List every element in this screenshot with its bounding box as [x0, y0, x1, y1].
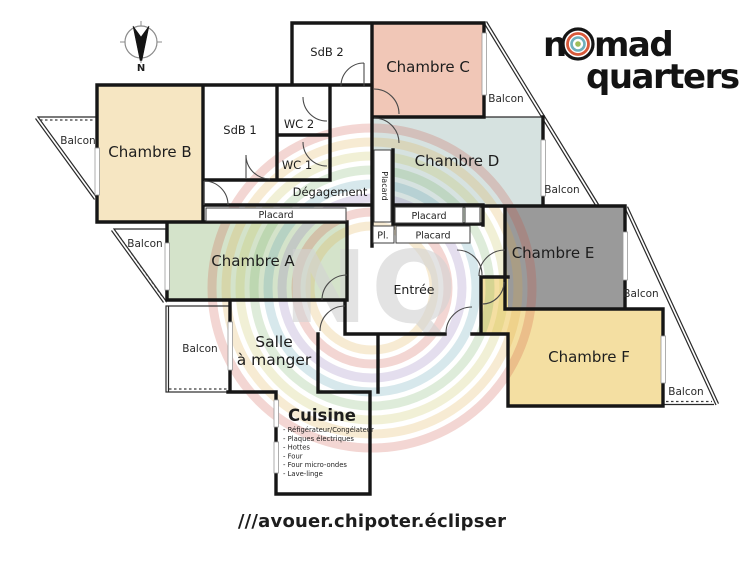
label-chambre-c: Chambre C — [386, 58, 470, 76]
label-balcon-d: Balcon — [544, 184, 579, 196]
watermark-initials: NQ — [284, 229, 461, 346]
window-cuisine-1 — [273, 399, 279, 428]
compass-rose: N — [120, 21, 162, 74]
cuisine-equipment-item: - Four micro-ondes — [283, 461, 347, 469]
closet-box-vertical — [373, 149, 392, 223]
building-right-diagonal-lower-rail — [626, 206, 720, 404]
label-balcon-c: Balcon — [488, 93, 523, 105]
balcony-topleft-outline — [36, 116, 98, 200]
building-right-diagonal-upper — [483, 22, 597, 207]
window-salle-a-manger — [227, 321, 233, 371]
label-balcon-f: Balcon — [668, 386, 703, 398]
label-chambre-a: Chambre A — [211, 252, 295, 270]
cuisine-equipment-item: - Four — [283, 452, 303, 460]
room-chambre-c-floor — [372, 23, 484, 117]
label-salle-line2: à manger — [237, 351, 312, 369]
label-balcon-midleft: Balcon — [127, 238, 162, 250]
balcony-hatching — [40, 119, 712, 403]
windows — [94, 32, 666, 474]
cuisine-equipment-item: - Plaques électriques — [283, 435, 354, 443]
building-right-diagonal-upper-rail — [485, 21, 600, 205]
room-chambre-e-floor — [505, 207, 625, 309]
room-chambre-f-floor — [508, 309, 663, 406]
closet-box-entree-2 — [395, 225, 471, 244]
label-balcon-topleft: Balcon — [60, 135, 95, 147]
label-sdb1: SdB 1 — [223, 123, 256, 137]
compass-ticks — [120, 21, 162, 63]
closet-box-chambre-a — [205, 207, 347, 222]
label-degagement: Dégagement — [293, 185, 368, 199]
label-chambre-d: Chambre D — [415, 152, 500, 170]
window-chambre-c — [481, 32, 487, 96]
label-chambre-e: Chambre E — [512, 244, 595, 262]
label-salle-line1: Salle — [255, 333, 293, 351]
label-chambre-b: Chambre B — [108, 143, 191, 161]
label-entree: Entrée — [394, 282, 435, 297]
cuisine-equipment-list: - Réfigérateur/Congélateur - Plaques éle… — [283, 426, 374, 478]
window-chambre-e — [622, 231, 628, 281]
logo-text-quarters: quarters — [586, 57, 739, 97]
label-wc1: WC 1 — [282, 158, 312, 172]
label-placard-entree-2: Placard — [415, 231, 450, 242]
label-placard-abbrev: Pl. — [377, 231, 388, 242]
cuisine-equipment-item: - Réfigérateur/Congélateur — [283, 426, 374, 434]
logo-target-icon — [561, 27, 595, 61]
label-balcon-e: Balcon — [623, 288, 658, 300]
label-cuisine: Cuisine — [288, 406, 356, 425]
label-placard-vertical: Placard — [380, 171, 389, 200]
compass-north-label: N — [137, 63, 145, 74]
window-cuisine-2 — [273, 441, 279, 474]
window-chambre-d — [540, 139, 546, 197]
building-right-diagonal-lower — [624, 207, 717, 406]
door-arcs — [203, 62, 506, 334]
label-sdb2: SdB 2 — [310, 45, 343, 59]
brand-logo: n mad quarters — [543, 25, 740, 97]
label-balcon-bottomleft: Balcon — [182, 343, 217, 355]
logo-text-mad: mad — [594, 25, 672, 65]
balcony-topleft-rail — [35, 118, 95, 200]
window-chambre-a — [164, 242, 170, 291]
room-chambre-b-floor — [97, 85, 203, 222]
closet-boxes — [205, 149, 481, 244]
room-chambre-a-floor — [167, 222, 347, 300]
balcony-midleft-rail — [111, 230, 164, 303]
closet-box-entree-small — [464, 206, 481, 224]
closet-box-entree-1 — [394, 206, 464, 224]
label-placard-entree-1: Placard — [411, 211, 446, 222]
window-chambre-f — [660, 335, 666, 384]
window-chambre-b — [94, 147, 100, 196]
room-chambre-d-floor — [372, 117, 543, 206]
label-placard-chambre-a: Placard — [258, 210, 293, 221]
compass-needle-icon — [132, 25, 150, 61]
label-chambre-f: Chambre F — [548, 348, 630, 366]
label-wc2: WC 2 — [284, 117, 314, 131]
cuisine-equipment-item: - Hottes — [283, 444, 310, 452]
room-fills — [97, 23, 663, 406]
cuisine-equipment-item: - Lave-linge — [283, 470, 323, 478]
footer-what3words: ///avouer.chipoter.éclipser — [238, 511, 506, 532]
closet-box-pl — [372, 225, 395, 244]
